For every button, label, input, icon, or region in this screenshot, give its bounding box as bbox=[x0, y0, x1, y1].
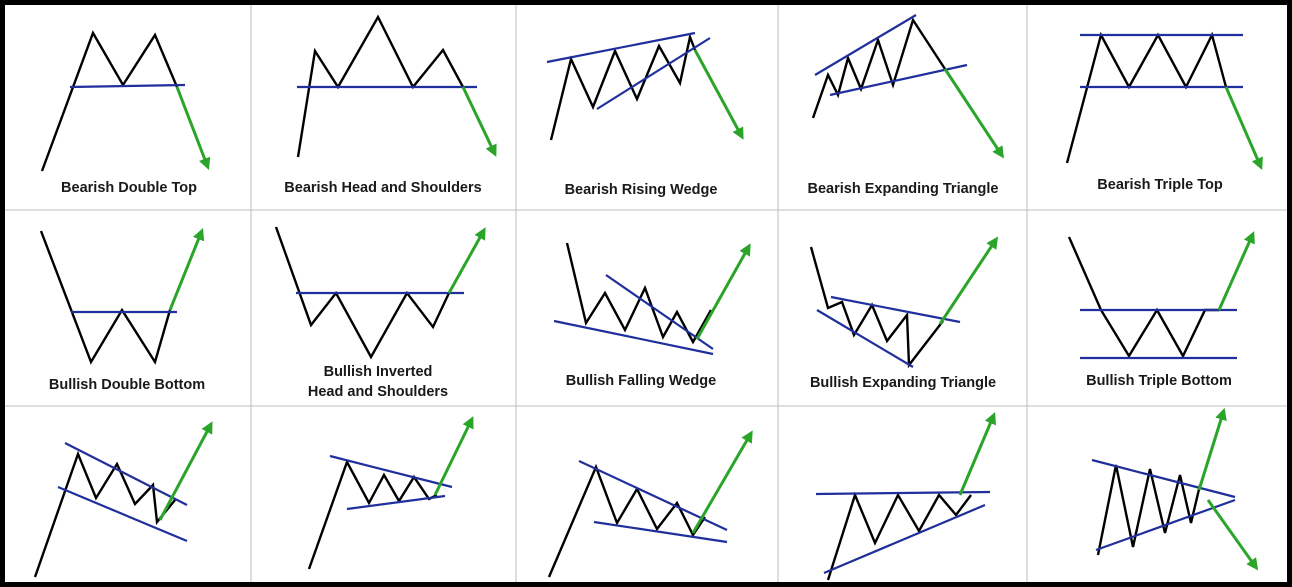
label-bullish-double-bottom: Bullish Double Bottom bbox=[48, 377, 206, 393]
bull-flag-price bbox=[33, 450, 176, 578]
triple-bottom-arrow bbox=[1217, 231, 1255, 311]
inverted-hs-price bbox=[274, 226, 451, 360]
label-bearish-double-top: Bearish Double Top bbox=[61, 180, 197, 196]
bull-flag-arrow bbox=[158, 421, 213, 521]
falling-wedge-arrow bbox=[695, 243, 751, 340]
label-bearish-triple-top: Bearish Triple Top bbox=[1097, 177, 1223, 193]
rising-wedge-arrow bbox=[693, 49, 744, 140]
bullish-expanding-lower-line bbox=[816, 309, 914, 368]
bull-pennant-upper-line bbox=[329, 454, 453, 489]
bullish-wedge-arrow bbox=[691, 430, 753, 534]
triple-bottom-price bbox=[1067, 236, 1219, 359]
symmetrical-triangle-up-arrow bbox=[1197, 407, 1227, 491]
ascending-triangle-price bbox=[826, 491, 972, 581]
label-line-1: Bullish Inverted bbox=[323, 364, 433, 380]
bull-pennant-arrow bbox=[433, 416, 474, 496]
label-bearish-rising-wedge: Bearish Rising Wedge bbox=[564, 182, 718, 198]
bull-pennant-lower-line bbox=[346, 494, 446, 511]
label-line-2: Head and Shoulders bbox=[307, 384, 449, 400]
label-bullish-expanding-triangle: Bullish Expanding Triangle bbox=[809, 375, 997, 391]
ascending-triangle-support-line bbox=[823, 503, 986, 575]
bullish-expanding-arrow bbox=[938, 236, 998, 325]
patterns-diagram bbox=[5, 5, 1287, 582]
inverted-hs-arrow bbox=[447, 227, 486, 294]
label-bullish-triple-bottom: Bullish Triple Bottom bbox=[1086, 373, 1232, 389]
bearish-expanding-price bbox=[811, 17, 947, 119]
bullish-wedge-price bbox=[547, 463, 706, 578]
label-bullish-falling-wedge: Bullish Falling Wedge bbox=[565, 373, 717, 389]
bullish-expanding-upper-line bbox=[830, 295, 961, 324]
falling-wedge-lower-line bbox=[553, 319, 714, 356]
label-bearish-head-and-shoulders: Bearish Head and Shoulders bbox=[284, 180, 482, 196]
rising-wedge-price bbox=[549, 32, 697, 141]
falling-wedge-upper-line bbox=[605, 274, 714, 350]
double-top-price bbox=[40, 30, 179, 172]
bull-pennant-price bbox=[307, 459, 438, 570]
label-bearish-expanding-triangle: Bearish Expanding Triangle bbox=[807, 181, 999, 197]
bull-flag-upper-line bbox=[64, 442, 188, 506]
triple-top-arrow bbox=[1224, 86, 1263, 170]
rising-wedge-lower-line bbox=[596, 37, 711, 110]
double-bottom-arrow bbox=[168, 227, 205, 311]
bullish-wedge-lower-line bbox=[593, 520, 728, 544]
symmetrical-triangle-lower-line bbox=[1095, 498, 1236, 552]
double-top-neckline bbox=[69, 83, 186, 89]
head-shoulders-price bbox=[296, 14, 465, 158]
bearish-expanding-arrow bbox=[943, 68, 1004, 159]
symmetrical-triangle-upper-line bbox=[1091, 458, 1236, 499]
symmetrical-triangle-down-arrow bbox=[1206, 499, 1259, 571]
double-top-arrow bbox=[175, 86, 211, 171]
bearish-expanding-upper-line bbox=[814, 14, 917, 76]
triple-top-price bbox=[1065, 31, 1228, 164]
ascending-triangle-arrow bbox=[958, 412, 996, 496]
symmetrical-triangle-price bbox=[1096, 464, 1202, 556]
patterns-frame: Bearish Double Top Bearish Head and Shou… bbox=[5, 5, 1287, 582]
label-bullish-inverted-head-and-shoulders: Bullish Inverted Head and Shoulders bbox=[308, 362, 448, 402]
bull-flag-lower-line bbox=[57, 485, 188, 543]
double-bottom-price bbox=[39, 230, 172, 365]
head-shoulders-arrow bbox=[461, 86, 497, 157]
ascending-triangle-resistance-line bbox=[815, 490, 991, 496]
rising-wedge-upper-line bbox=[546, 31, 696, 64]
